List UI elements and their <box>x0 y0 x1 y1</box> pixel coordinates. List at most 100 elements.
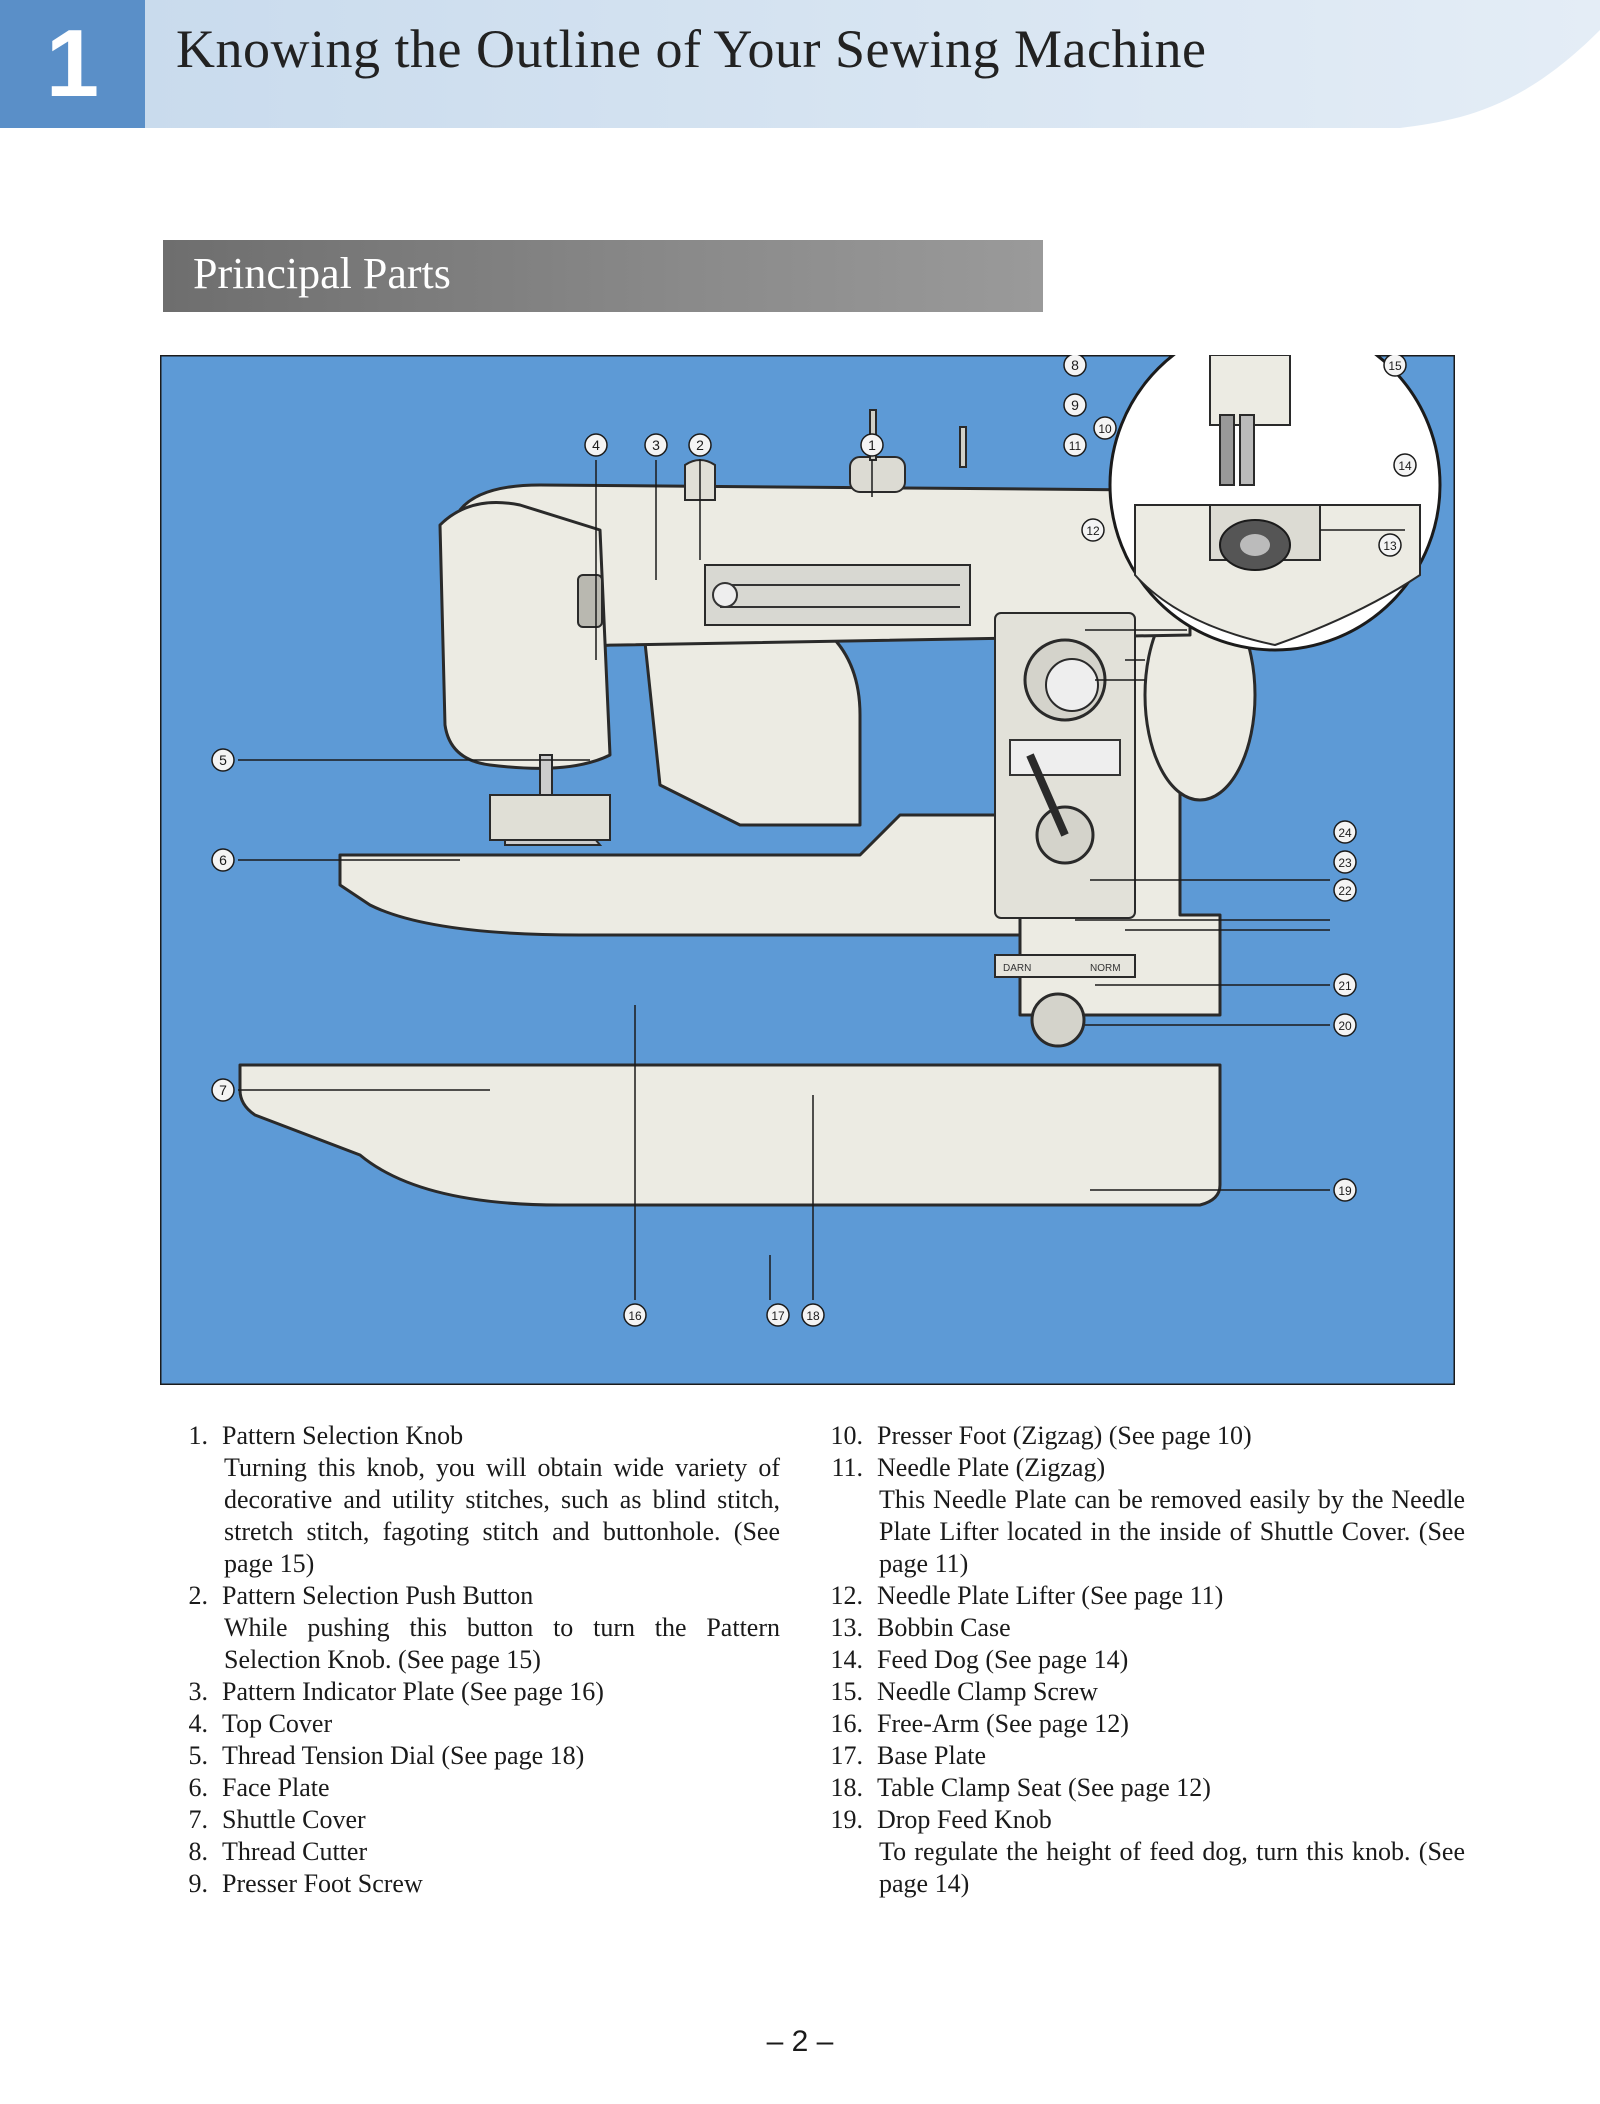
callout-24: 24 <box>1333 820 1357 844</box>
svg-text:8: 8 <box>1071 357 1079 373</box>
item-name: Feed Dog (See page 14) <box>877 1645 1129 1674</box>
callout-21: 21 <box>1333 973 1357 997</box>
item-number: 6. <box>188 1773 209 1802</box>
list-item: 13. Bobbin Case <box>815 1612 1465 1644</box>
svg-text:10: 10 <box>1098 422 1112 436</box>
item-name: Pattern Selection Push Button <box>222 1581 534 1610</box>
svg-text:5: 5 <box>219 752 227 768</box>
callout-12: 12 <box>1081 518 1105 542</box>
svg-text:3: 3 <box>652 437 660 453</box>
item-number: 18. <box>830 1773 864 1802</box>
list-item: 18. Table Clamp Seat (See page 12) <box>815 1772 1465 1804</box>
callout-19: 19 <box>1333 1178 1357 1202</box>
item-description: While pushing this button to turn the Pa… <box>224 1613 780 1674</box>
item-description: This Needle Plate can be removed easily … <box>879 1485 1465 1578</box>
item-name: Thread Cutter <box>222 1837 368 1866</box>
item-name: Needle Plate Lifter (See page 11) <box>877 1581 1224 1610</box>
section-title: Principal Parts <box>193 249 451 298</box>
item-number: 12. <box>830 1581 864 1610</box>
callout-13: 13 <box>1378 533 1402 557</box>
item-name: Pattern Indicator Plate (See page 16) <box>222 1677 604 1706</box>
list-item: 1. Pattern Selection Knob <box>160 1420 780 1452</box>
svg-text:4: 4 <box>592 437 600 453</box>
norm-label: NORM <box>1090 963 1121 974</box>
list-item: 11. Needle Plate (Zigzag) <box>815 1452 1465 1484</box>
svg-text:23: 23 <box>1338 856 1352 870</box>
item-name: Pattern Selection Knob <box>222 1421 464 1450</box>
svg-text:2: 2 <box>696 437 704 453</box>
item-number: 4. <box>188 1709 209 1738</box>
svg-text:13: 13 <box>1383 539 1397 553</box>
item-number: 19. <box>830 1805 864 1834</box>
drop-feed-knob <box>1030 992 1086 1048</box>
list-item: 17.Base Plate <box>815 1740 1465 1772</box>
callout-17: 17 <box>766 1303 790 1327</box>
base-plate <box>238 1063 1222 1207</box>
list-item: 7.Shuttle Cover <box>160 1804 780 1836</box>
callout-18: 18 <box>801 1303 825 1327</box>
list-item: 8.Thread Cutter <box>160 1836 780 1868</box>
svg-text:18: 18 <box>806 1309 820 1323</box>
callout-8: 8 <box>1063 353 1087 377</box>
page-number: – 2 – <box>766 2025 834 2058</box>
callout-15: 15 <box>1383 353 1407 377</box>
list-item: 4. Top Cover <box>160 1708 780 1740</box>
pattern-indicator <box>704 564 971 626</box>
callout-16: 16 <box>623 1303 647 1327</box>
list-item: 10. Presser Foot (Zigzag) (See page 10) <box>815 1420 1465 1452</box>
item-name: Base Plate <box>877 1741 987 1770</box>
section-header: Principal Parts <box>163 240 1043 312</box>
item-description: Turning this knob, you will obtain wide … <box>224 1453 780 1578</box>
list-item: 16.Free-Arm (See page 12) <box>815 1708 1465 1740</box>
chapter-title: Knowing the Outline of Your Sewing Machi… <box>176 19 1207 79</box>
item-name: Top Cover <box>222 1709 333 1738</box>
darn-label: DARN <box>1003 963 1031 974</box>
item-number: 16. <box>830 1709 864 1738</box>
svg-text:12: 12 <box>1086 524 1100 538</box>
item-number: 1. <box>188 1421 209 1450</box>
list-item: 3. Pattern Indicator Plate (See page 16) <box>160 1676 780 1708</box>
list-item: 15.Needle Clamp Screw <box>815 1676 1465 1708</box>
item-name: Drop Feed Knob <box>877 1805 1052 1834</box>
item-name: Table Clamp Seat (See page 12) <box>877 1773 1211 1802</box>
item-number: 3. <box>188 1677 209 1706</box>
item-name: Needle Clamp Screw <box>877 1677 1098 1706</box>
item-number: 13. <box>830 1613 864 1642</box>
svg-text:9: 9 <box>1071 397 1079 413</box>
item-number: 2. <box>188 1581 209 1610</box>
item-number: 7. <box>188 1805 209 1834</box>
svg-text:17: 17 <box>771 1309 785 1323</box>
parts-list-right: 10.Presser Foot (Zigzag) (See page 10)11… <box>815 1420 1466 1900</box>
callout-22: 22 <box>1333 878 1357 902</box>
needle-plate-front <box>489 794 611 841</box>
svg-text:20: 20 <box>1338 1019 1352 1033</box>
item-description: To regulate the height of feed dog, turn… <box>879 1837 1465 1898</box>
sewing-machine-diagram: DARN NORM <box>158 318 1457 1387</box>
callout-3: 3 <box>644 433 668 457</box>
svg-text:24: 24 <box>1338 826 1352 840</box>
callout-7: 7 <box>211 1078 235 1102</box>
callout-6: 6 <box>211 848 235 872</box>
header-background <box>145 0 1600 128</box>
item-name: Face Plate <box>222 1773 330 1802</box>
svg-text:1: 1 <box>868 437 876 453</box>
callout-23: 23 <box>1333 850 1357 874</box>
item-number: 11. <box>831 1453 863 1482</box>
callout-2: 2 <box>688 433 712 457</box>
callout-9: 9 <box>1063 393 1087 417</box>
item-number: 10. <box>830 1421 864 1450</box>
svg-text:16: 16 <box>628 1309 642 1323</box>
item-name: Presser Foot (Zigzag) (See page 10) <box>877 1421 1252 1450</box>
svg-text:11: 11 <box>1069 439 1082 453</box>
item-name: Needle Plate (Zigzag) <box>877 1453 1106 1482</box>
list-item: 6. Face Plate <box>160 1772 780 1804</box>
svg-text:6: 6 <box>219 852 227 868</box>
item-number: 9. <box>188 1869 209 1898</box>
callout-14: 14 <box>1393 453 1417 477</box>
callout-1: 1 <box>860 433 884 457</box>
item-name: Bobbin Case <box>877 1613 1011 1642</box>
item-number: 14. <box>830 1645 864 1674</box>
item-name: Thread Tension Dial (See page 18) <box>222 1741 585 1770</box>
pattern-selection-knob <box>849 456 906 493</box>
